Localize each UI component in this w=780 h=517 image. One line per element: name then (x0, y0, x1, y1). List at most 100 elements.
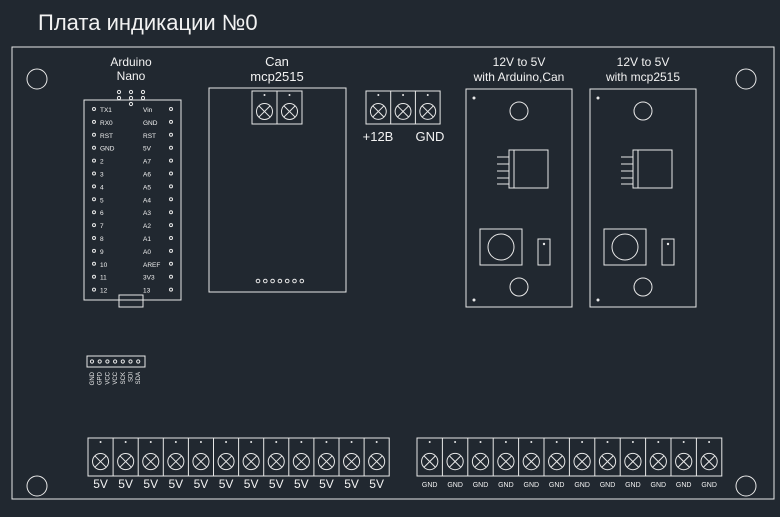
arduino-right-pad (169, 171, 173, 176)
can-pin-pad (263, 278, 268, 284)
terminal-gnd-screw-9 (619, 438, 642, 476)
regulator-b-label-line1: 12V to 5V (617, 55, 670, 69)
icsp-pad (140, 89, 146, 95)
can-pin-pad (255, 278, 261, 284)
regulator-b-body (589, 88, 697, 308)
terminal-5v-label: 5V (118, 477, 133, 491)
arduino-left-pin-label: 8 (100, 236, 104, 243)
arduino-right-pin-label: A3 (143, 210, 151, 217)
terminal-gnd-label: GND (524, 482, 540, 489)
icsp-pad (116, 95, 122, 101)
arduino-right-pad (169, 158, 173, 163)
regulator-a-ic-body (513, 149, 549, 189)
sensor-header-body (86, 355, 146, 368)
arduino-right-pad (169, 274, 173, 279)
arduino-right-pin-label: RST (143, 133, 156, 140)
regulator-b-inductor (611, 233, 639, 261)
terminal-5v-screw-4 (162, 438, 185, 476)
terminal-5v-screw-9 (288, 438, 310, 476)
arduino-left-pad (92, 132, 96, 137)
arduino-left-pin-label: 10 (100, 262, 108, 269)
regulator-b-parts (596, 96, 675, 302)
sensor-pin-label: VCC (113, 371, 119, 384)
terminal-gnd-label: GND (422, 482, 438, 489)
mounting-hole-top-left (26, 68, 48, 90)
terminal-5v-screw-3 (137, 438, 160, 476)
arduino-label-line1: Arduino (110, 55, 152, 69)
arduino-right-pin-label: A7 (143, 159, 151, 166)
terminal-5v-screw-12 (363, 438, 386, 476)
can-terminal-screw-1 (256, 94, 273, 120)
power-input-terminal: +12В GND (363, 90, 445, 144)
terminal-5v-label: 5V (269, 477, 284, 491)
arduino-right-pin-label: 13 (143, 288, 151, 295)
arduino-left-pin-label: 7 (100, 223, 104, 230)
power-plus-label: +12В (363, 129, 394, 144)
arduino-nano: Arduino Nano TX1RX0RSTGND23456789101112 … (83, 55, 182, 308)
regulator-a-marker-top (472, 96, 476, 100)
arduino-usb-connector (118, 294, 144, 308)
arduino-left-pin-label: 2 (100, 159, 104, 166)
arduino-right-pad (169, 197, 173, 202)
arduino-icsp-header (116, 89, 146, 107)
regulator-a-inductor-box (479, 228, 523, 266)
arduino-left-pin-label: 9 (100, 249, 104, 256)
arduino-right-pad (169, 287, 173, 292)
regulator-b-hole-bottom (633, 277, 653, 297)
arduino-left-pin-label: 5 (100, 197, 104, 204)
arduino-left-pad (92, 119, 96, 124)
regulator-a-hole-top (509, 101, 529, 121)
arduino-right-pin-label: Vin (143, 107, 153, 114)
arduino-left-pin-label: TX1 (100, 107, 112, 114)
can-pin-pad (284, 278, 290, 284)
regulator-b-inductor-box (603, 228, 647, 266)
terminal-gnd-screw-3 (467, 438, 490, 476)
mounting-hole-bottom-right (735, 475, 757, 497)
regulator-b-ic-tab (632, 149, 639, 189)
terminal-5v-screw-8 (263, 438, 285, 476)
sensor-pin-pad (136, 359, 141, 364)
sensor-pin-pad (97, 359, 102, 364)
regulator-a-marker-bottom (472, 298, 476, 302)
arduino-right-pin-label: GND (143, 120, 158, 127)
icsp-pad (140, 95, 146, 101)
can-pin-pad (270, 278, 275, 284)
terminal-gnd-label: GND (498, 482, 514, 489)
can-pin-pad (299, 278, 305, 284)
regulator-a-ic-tab (508, 149, 515, 189)
icsp-pad (128, 95, 134, 101)
terminal-gnd-label: GND (701, 482, 717, 489)
regulator-a-inductor (487, 233, 515, 261)
terminal-5v-label: 5V (294, 477, 309, 491)
terminal-gnd-screw-5 (518, 438, 540, 476)
terminal-5v-screw-6 (213, 438, 235, 476)
arduino-left-pad (92, 223, 96, 228)
regulator-b-hole-top (633, 101, 653, 121)
arduino-left-pin-label: 12 (100, 288, 108, 295)
arduino-left-pin-label: GND (100, 146, 115, 153)
arduino-right-pin-label: A0 (143, 249, 151, 256)
terminal-gnd-screw-12 (695, 438, 718, 476)
can-screw-terminal (251, 90, 303, 125)
arduino-left-pad (92, 210, 96, 215)
terminal-gnd-label: GND (574, 482, 590, 489)
can-terminal-screw-2 (276, 91, 298, 124)
sensor-pin-pad (128, 359, 133, 364)
arduino-right-pin-label: A5 (143, 184, 151, 191)
power-gnd-label: GND (416, 129, 445, 144)
terminal-5v-label: 5V (244, 477, 259, 491)
terminal-gnd-screw-11 (670, 438, 693, 476)
arduino-left-pin-label: 11 (100, 275, 107, 282)
can-pin-pad (292, 278, 297, 284)
arduino-left-pad (92, 184, 96, 189)
terminal-5v-screw-1 (92, 441, 110, 471)
regulator-b-marker-top (596, 96, 600, 100)
terminal-gnd-screw-6 (543, 438, 566, 476)
terminal-5v-label: 5V (194, 477, 209, 491)
terminal-gnd-label: GND (473, 482, 489, 489)
terminal-gnd-label: GND (625, 482, 641, 489)
